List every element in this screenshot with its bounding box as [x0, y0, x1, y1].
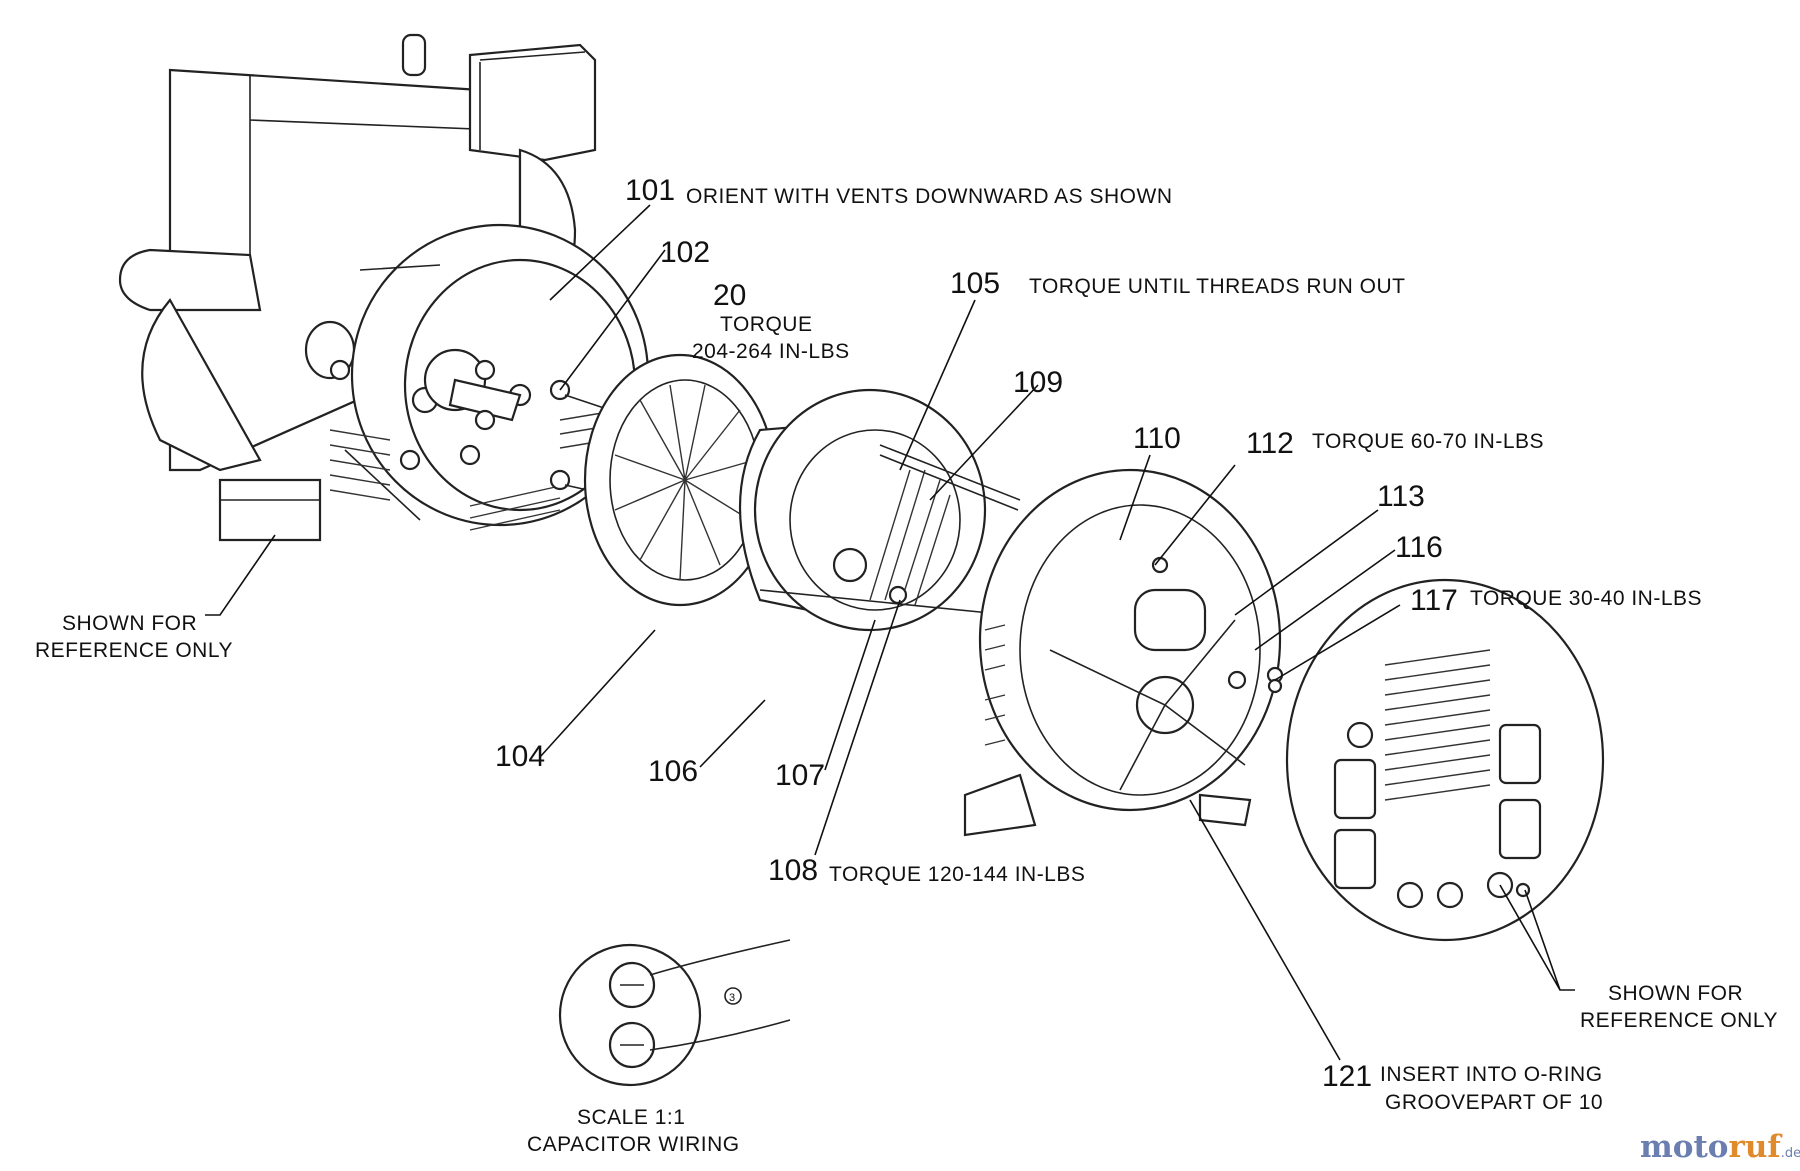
callout-104: 104	[495, 740, 545, 773]
callout-112: 112	[1246, 427, 1294, 460]
callout-121-note-line2: GROOVEPART OF 10	[1385, 1091, 1603, 1114]
callout-108: 108	[768, 854, 818, 887]
watermark-suffix: .de	[1781, 1146, 1800, 1161]
capacitor-marker: 3	[729, 992, 735, 1004]
callout-117: 117	[1410, 584, 1458, 617]
rotor-106	[738, 388, 1021, 632]
reference-left-line2: REFERENCE ONLY	[35, 639, 233, 662]
callout-110: 110	[1133, 422, 1181, 455]
callout-116: 116	[1395, 531, 1443, 564]
callout-106: 106	[648, 755, 698, 788]
svg-text:motoruf.de: motoruf.de	[1640, 1129, 1800, 1165]
callout-109: 109	[1013, 366, 1063, 399]
reference-left-line1: SHOWN FOR	[62, 612, 197, 635]
callout-108-note: TORQUE 120-144 IN-LBS	[829, 863, 1085, 886]
callout-101-note: ORIENT WITH VENTS DOWNWARD AS SHOWN	[686, 185, 1173, 208]
callout-102: 102	[660, 236, 710, 269]
callout-112-note: TORQUE 60-70 IN-LBS	[1312, 430, 1544, 453]
stator-adapter-101	[329, 223, 650, 531]
capacitor-scale-label: SCALE 1:1	[577, 1106, 685, 1129]
end-bell-110	[963, 468, 1284, 837]
watermark-part1: moto	[1640, 1129, 1728, 1165]
callout-113: 113	[1377, 480, 1425, 513]
callout-105-note: TORQUE UNTIL THREADS RUN OUT	[1029, 275, 1405, 298]
watermark-logo: motoruf.de	[1640, 1129, 1800, 1165]
outlet-panel-reference	[1267, 578, 1605, 942]
callout-121-note-line1: INSERT INTO O-RING	[1380, 1063, 1603, 1086]
reference-right-line1: SHOWN FOR	[1608, 982, 1743, 1005]
capacitor-wiring-detail	[558, 939, 791, 1087]
callout-101: 101	[625, 174, 675, 207]
callout-20-note-line2: 204-264 IN-LBS	[692, 340, 850, 363]
callout-117-note: TORQUE 30-40 IN-LBS	[1470, 587, 1702, 610]
callout-105: 105	[950, 267, 1000, 300]
callout-20-note-line1: TORQUE	[720, 313, 812, 336]
callout-20: 20	[713, 279, 746, 312]
watermark-part2: ruf	[1728, 1129, 1782, 1165]
callout-121: 121	[1322, 1060, 1372, 1093]
callout-labels: 101 ORIENT WITH VENTS DOWNWARD AS SHOWN …	[35, 174, 1778, 1156]
reference-right-line2: REFERENCE ONLY	[1580, 1009, 1778, 1032]
leader-lines	[205, 204, 1575, 1061]
callout-107: 107	[775, 759, 825, 792]
capacitor-wiring-label: CAPACITOR WIRING	[527, 1133, 740, 1156]
